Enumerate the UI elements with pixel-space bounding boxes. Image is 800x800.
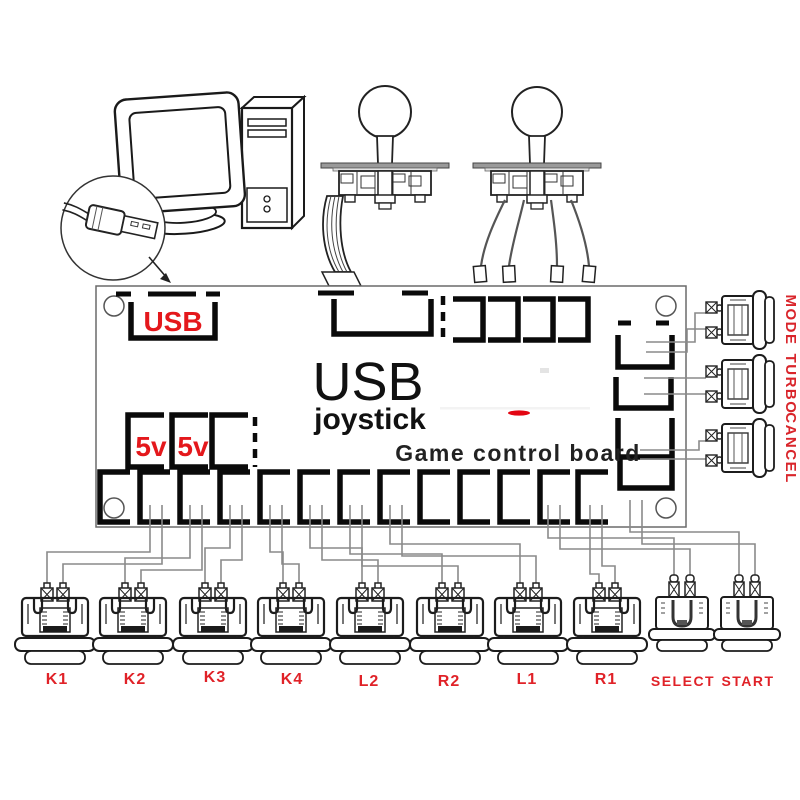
button-k3 [171, 581, 255, 666]
button-r1 [565, 581, 649, 666]
mounting-hole [103, 497, 125, 519]
power-connector-outlines [125, 412, 258, 470]
button-label-k3: K3 [204, 669, 226, 686]
usb-plug-icon [62, 202, 159, 240]
pcb-board: USB USB joystick Game control board 5v 5… [95, 285, 687, 528]
mode-button [705, 290, 775, 350]
button-r2 [408, 581, 492, 666]
button-label-l1: L1 [517, 671, 538, 688]
mode-label: MODE [782, 295, 799, 346]
cancel-label: CANCEL [782, 412, 799, 484]
bottom-buttons: K1 K2 K3 K4 L2 R2 L1 R1 SELECT START [13, 573, 782, 690]
power-label-1: 5v [135, 431, 167, 462]
joystick2-connector-outlines [453, 296, 591, 343]
button-select [647, 573, 717, 653]
bottom-connector-outlines [97, 469, 608, 525]
joystick-2 [472, 86, 602, 284]
mounting-hole [655, 497, 677, 519]
board-caption: Game control board [395, 440, 641, 466]
button-label-select: SELECT [651, 673, 715, 689]
usb-port-label: USB [143, 306, 202, 337]
button-label-r1: R1 [595, 671, 617, 688]
button-label-l2: L2 [359, 673, 380, 690]
button-k4 [249, 581, 333, 666]
power-label-2: 5v [177, 431, 209, 462]
board-title: USB [312, 352, 423, 412]
button-k1 [13, 581, 97, 666]
watermark-remnant [440, 368, 590, 416]
button-label-start: START [721, 673, 774, 689]
button-l2 [328, 581, 412, 666]
computer-tower [239, 94, 307, 231]
mounting-hole [655, 295, 677, 317]
button-label-r2: R2 [438, 673, 460, 690]
joystick-wires [479, 199, 591, 267]
button-start [712, 573, 782, 653]
button-k2 [91, 581, 175, 666]
usb-plug-magnifier [60, 175, 171, 283]
usb-port-outline [116, 291, 220, 341]
side-connector-outlines [613, 320, 675, 491]
button-label-k1: K1 [46, 671, 68, 688]
button-label-k2: K2 [124, 671, 146, 688]
cancel-button [705, 418, 775, 478]
button-label-k4: K4 [281, 671, 303, 688]
arrow-icon [148, 256, 171, 283]
mounting-holes [103, 295, 677, 519]
button-wires [46, 500, 756, 585]
mounting-hole [103, 295, 125, 317]
side-buttons: MODE TURBO CANCEL [705, 290, 799, 484]
button-l1 [486, 581, 570, 666]
ribbon-cable [320, 195, 363, 287]
wire-connector-tips [472, 264, 597, 284]
turbo-button [705, 354, 775, 414]
side-button-wires [640, 312, 706, 460]
turbo-label: TURBO [782, 354, 799, 415]
joystick1-connector-outline [318, 290, 446, 342]
board-subtitle: joystick [313, 403, 426, 436]
joystick-1 [320, 85, 450, 287]
